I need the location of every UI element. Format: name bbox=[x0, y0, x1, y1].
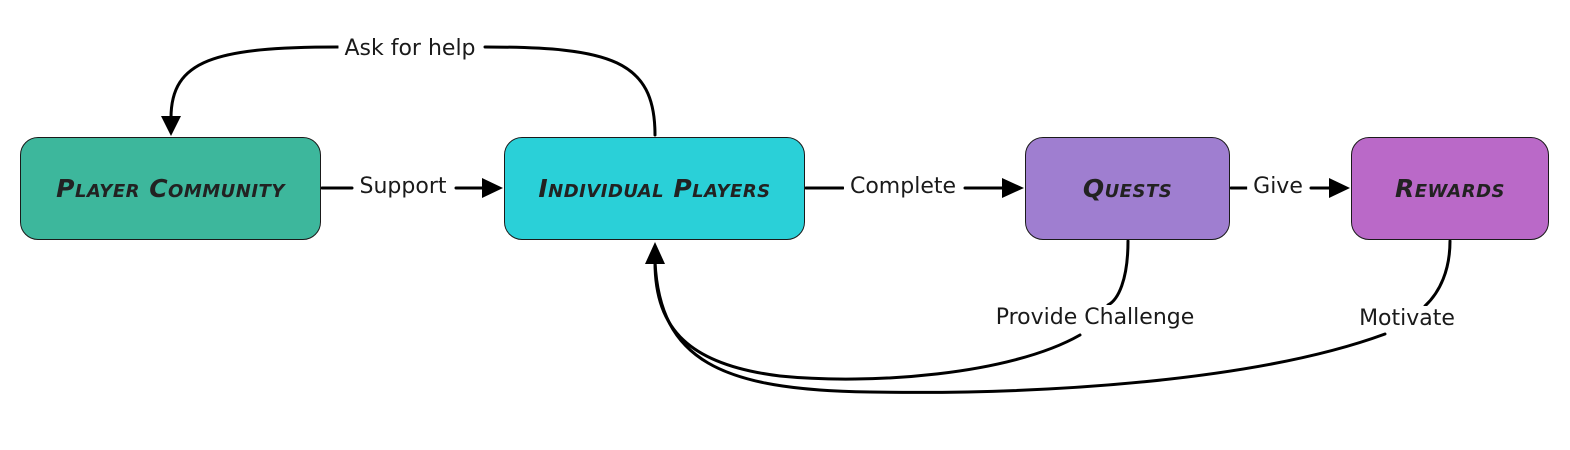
node-player-community-label: Player Community bbox=[56, 174, 285, 203]
edge-label-support: Support bbox=[353, 174, 453, 200]
edge-ask-for-help-arrowhead bbox=[161, 116, 181, 136]
edge-motivate bbox=[653, 239, 1452, 394]
edge-ask-for-help bbox=[169, 45, 657, 137]
node-quests[interactable]: Quests bbox=[1025, 137, 1230, 240]
edge-complete-arrowhead bbox=[1002, 178, 1024, 198]
node-player-community[interactable]: Player Community bbox=[20, 137, 321, 240]
node-rewards[interactable]: Rewards bbox=[1351, 137, 1549, 240]
node-quests-label: Quests bbox=[1082, 174, 1173, 203]
edge-return-arrowhead bbox=[645, 242, 665, 264]
edge-label-give: Give bbox=[1247, 174, 1309, 200]
edge-give-arrowhead bbox=[1329, 178, 1350, 198]
edge-support-arrowhead bbox=[482, 178, 503, 198]
node-individual-players-label: Individual Players bbox=[538, 174, 771, 203]
node-rewards-label: Rewards bbox=[1395, 174, 1505, 203]
node-individual-players[interactable]: Individual Players bbox=[504, 137, 805, 240]
edge-label-ask-for-help: Ask for help bbox=[338, 36, 482, 62]
edge-label-provide-challenge: Provide Challenge bbox=[989, 305, 1201, 331]
edge-label-motivate: Motivate bbox=[1353, 306, 1461, 332]
edge-label-complete: Complete bbox=[843, 174, 963, 200]
